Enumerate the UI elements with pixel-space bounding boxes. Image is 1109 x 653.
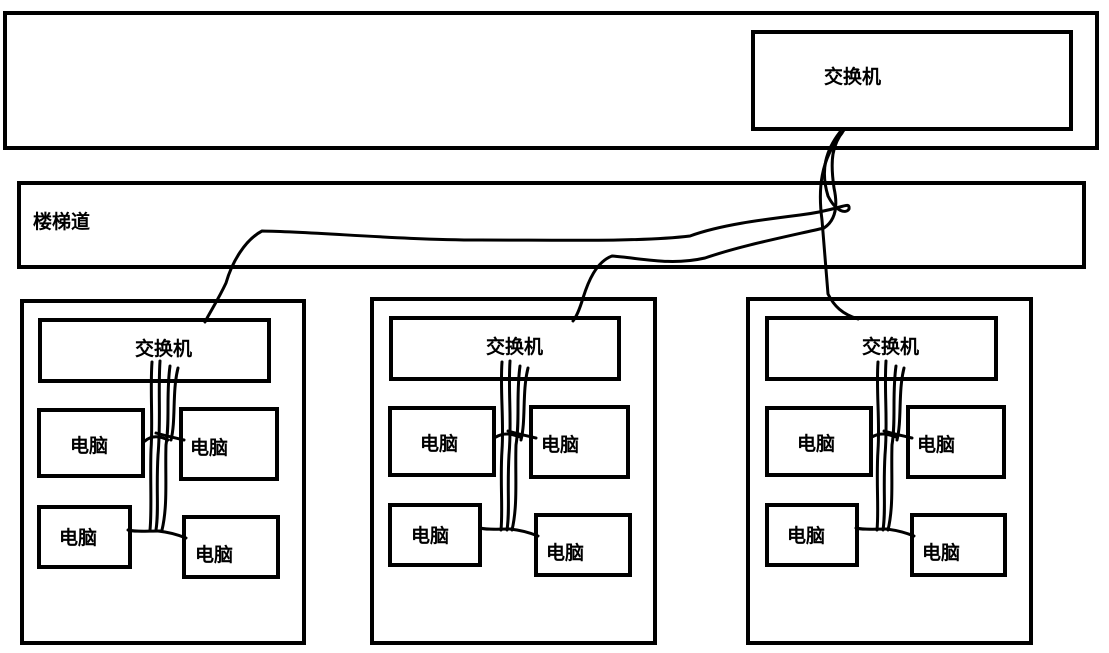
room-2-switch-label: 交换机 bbox=[486, 336, 544, 358]
room-3-pc-3-box bbox=[765, 503, 859, 567]
room-3-pc-1-box bbox=[765, 406, 873, 477]
stairwell-box bbox=[17, 181, 1086, 269]
room-2-pc-4-box bbox=[534, 513, 632, 577]
room-1-pc-3-label: 电脑 bbox=[59, 527, 98, 549]
room-3-pc-4-box bbox=[910, 513, 1007, 577]
room-1-pc-4-label: 电脑 bbox=[195, 544, 234, 566]
room-2-pc-2-box bbox=[529, 405, 630, 479]
room-3-pc-1-label: 电脑 bbox=[797, 433, 836, 455]
room-1-pc-1-label: 电脑 bbox=[70, 435, 109, 457]
room-2-pc-1-box bbox=[388, 406, 496, 477]
core-switch-box bbox=[751, 30, 1073, 131]
room-1-pc-2-label: 电脑 bbox=[190, 437, 229, 459]
room-1-pc-3-box bbox=[37, 505, 132, 569]
room-2-pc-3-label: 电脑 bbox=[411, 525, 450, 547]
room-3-pc-2-box bbox=[906, 405, 1006, 479]
room-3-switch-label: 交换机 bbox=[862, 336, 920, 358]
room-3-pc-2-label: 电脑 bbox=[917, 434, 956, 456]
room-1-pc-1-box bbox=[37, 408, 145, 478]
room-1-pc-2-box bbox=[179, 407, 279, 481]
room-1-switch-label: 交换机 bbox=[135, 338, 193, 360]
stairwell-label: 楼梯道 bbox=[33, 211, 91, 233]
room-3-pc-4-label: 电脑 bbox=[922, 542, 961, 564]
room-2-pc-4-label: 电脑 bbox=[546, 542, 585, 564]
room-3-pc-3-label: 电脑 bbox=[787, 525, 826, 547]
room-2-pc-2-label: 电脑 bbox=[541, 434, 580, 456]
room-2-pc-3-box bbox=[388, 503, 482, 567]
room-1-pc-4-box bbox=[182, 515, 280, 579]
room-2-pc-1-label: 电脑 bbox=[420, 433, 459, 455]
core-switch-label: 交换机 bbox=[824, 66, 882, 88]
